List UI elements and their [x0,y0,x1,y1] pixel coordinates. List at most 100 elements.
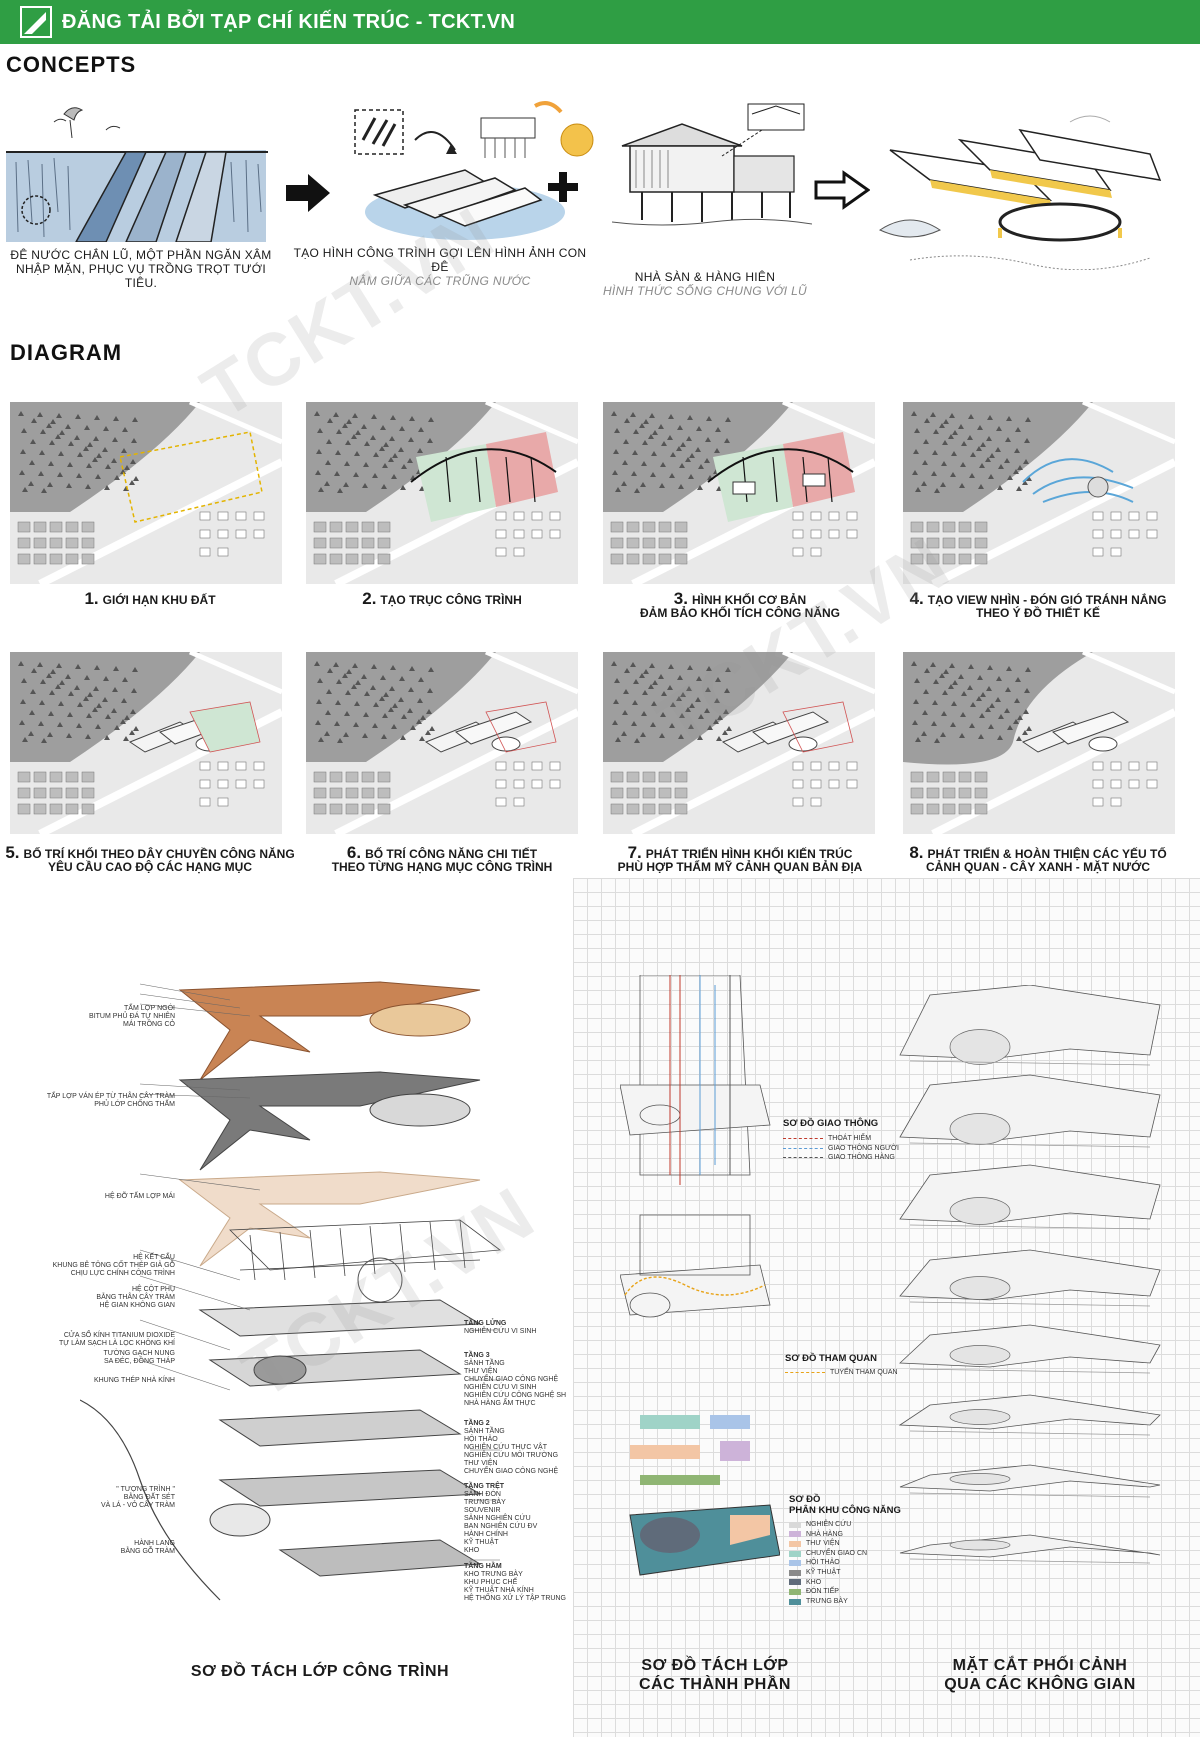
legend-row: TUYẾN THAM QUAN [785,1368,898,1378]
diagram-step-1-caption: 1.GIỚI HẠN KHU ĐẤT [84,589,216,608]
legend-row: THOÁT HIỂM [783,1134,899,1144]
legend-color-swatch [789,1588,801,1595]
legend-row: GIAO THÔNG HÀNG [783,1153,899,1163]
concept-caption-3-text: NHÀ SÀN & HÀNG HIÊN [634,270,776,284]
legend-color-swatch [789,1550,801,1557]
exploded-layer-drawing [80,981,502,1601]
diagram-step-2-image [306,402,578,584]
floor-item: SOUVENIR [464,1507,501,1514]
diagram-step-5-image [10,652,282,834]
banner-title: ĐĂNG TẢI BỞI TẠP CHÍ KIẾN TRÚC - TCKT.VN [62,10,516,33]
hollow-arrow-right-icon [814,170,870,210]
legend-line-swatch [783,1138,823,1140]
floor-item: CHUYỂN GIAO CÔNG NGHỆ [464,1376,559,1383]
concept-caption-2: TẠO HÌNH CÔNG TRÌNH GỢI LÊN HÌNH ẢNH CON… [285,246,595,288]
layer-label-greenhouse: KHUNG THÉP NHÀ KÍNH [93,1377,175,1384]
floor-name: TẦNG TRỆT [464,1483,505,1490]
diagram-step-7-image [603,652,875,834]
floor-item: KHO TRƯNG BÀY [464,1571,523,1578]
legend-row: THƯ VIỆN [789,1539,867,1549]
legend-line-swatch [783,1157,823,1159]
floor-item: CHUYỂN GIAO CÔNG NGHỆ [464,1468,559,1475]
concept-final-form-sketch [870,110,1170,270]
concept-caption-3-sub: HÌNH THỨC SỐNG CHUNG VỚI LŨ [602,284,808,298]
diagram-step-4-image [903,402,1175,584]
legend-color-swatch [789,1560,801,1567]
legend-row: NGHIÊN CỨU [789,1520,867,1530]
floor-item: BAN NGHIÊN CỨU ĐV [464,1523,538,1530]
legend-row: GIAO THÔNG NGƯỜI [783,1144,899,1154]
legend-color-swatch [789,1598,801,1605]
traffic-legend-title: SƠ ĐỒ GIAO THÔNG [783,1118,879,1129]
legend-row: NHÀ HÀNG [789,1530,867,1540]
arrow-right-icon [286,174,330,212]
concept-caption-3: NHÀ SÀN & HÀNG HIÊN HÌNH THỨC SỐNG CHUNG… [600,270,810,298]
diagram-title: DIAGRAM [10,340,123,365]
concept-dyke-sketch [6,92,276,242]
diagram-step-2-caption: 2.TẠO TRỤC CÔNG TRÌNH [362,589,522,608]
floor-item: HÀNH CHÍNH [464,1531,508,1538]
concept-form-sketch [345,100,595,250]
floor-name: TẦNG LỬNG [464,1320,507,1327]
legend-color-swatch [789,1531,801,1538]
legend-row: TRƯNG BÀY [789,1597,867,1607]
floor-name: TẦNG HẦM [464,1563,502,1570]
legend-row: HỘI THẢO [789,1558,867,1568]
floor-item: SẢNH TẦNG [464,1428,505,1435]
floor-item: KỸ THUẬT NHÀ KÍNH [464,1587,534,1594]
floor-name: TẦNG 3 [464,1352,490,1359]
floor-item: THƯ VIỆN [464,1460,498,1467]
legend-line-swatch [783,1147,823,1149]
legend-color-swatch [789,1579,801,1586]
legend-color-swatch [789,1540,801,1547]
plus-icon [548,172,578,202]
concepts-title: CONCEPTS [6,52,137,77]
concept-caption-2-sub: NẰM GIỮA CÁC TRŨNG NƯỚC [349,274,531,288]
legend-row: ĐÓN TIẾP [789,1587,867,1597]
legend-row: KHO [789,1578,867,1588]
floor-item: SẢNH ĐÓN [464,1491,501,1498]
concept-caption-2-text: TẠO HÌNH CÔNG TRÌNH GỢI LÊN HÌNH ẢNH CON… [293,246,587,274]
tckt-logo-icon [20,6,52,38]
floor-item: KHU PHỤC CHẾ [464,1579,518,1586]
floor-item: HỆ THỐNG XỬ LÝ TẬP TRUNG [464,1595,566,1602]
floor-item: KỸ THUẬT [464,1539,499,1546]
top-banner: ĐĂNG TẢI BỞI TẠP CHÍ KIẾN TRÚC - TCKT.VN [0,0,1200,44]
concept-caption-1: ĐÊ NƯỚC CHẮN LŨ, MỘT PHẦN NGĂN XÂM NHẬP … [6,248,276,290]
components-drawing [620,975,780,1576]
legend-row: KỸ THUẬT [789,1568,867,1578]
floor-name: TẦNG 2 [464,1420,490,1427]
concept-caption-1-text: ĐÊ NƯỚC CHẮN LŨ, MỘT PHẦN NGĂN XÂM NHẬP … [10,248,272,290]
floor-item: NHÀ HÀNG ẨM THỰC [464,1400,536,1407]
floor-item: HỘI THẢO [464,1436,498,1443]
floor-item: NGHIÊN CỨU MÔI TRƯỜNG [464,1452,559,1459]
floor-item: NGHIÊN CỨU VI SINH [464,1328,537,1335]
tour-legend: TUYẾN THAM QUAN [785,1368,898,1378]
floor-item: NGHIÊN CỨU CÔNG NGHỆ SH [464,1392,567,1399]
floor-item: THƯ VIỆN [464,1368,498,1375]
floor-item: NGHIÊN CỨU THỰC VẬT [464,1444,547,1451]
legend-line-swatch [785,1372,825,1374]
concept-stilt-house-sketch [612,100,812,240]
